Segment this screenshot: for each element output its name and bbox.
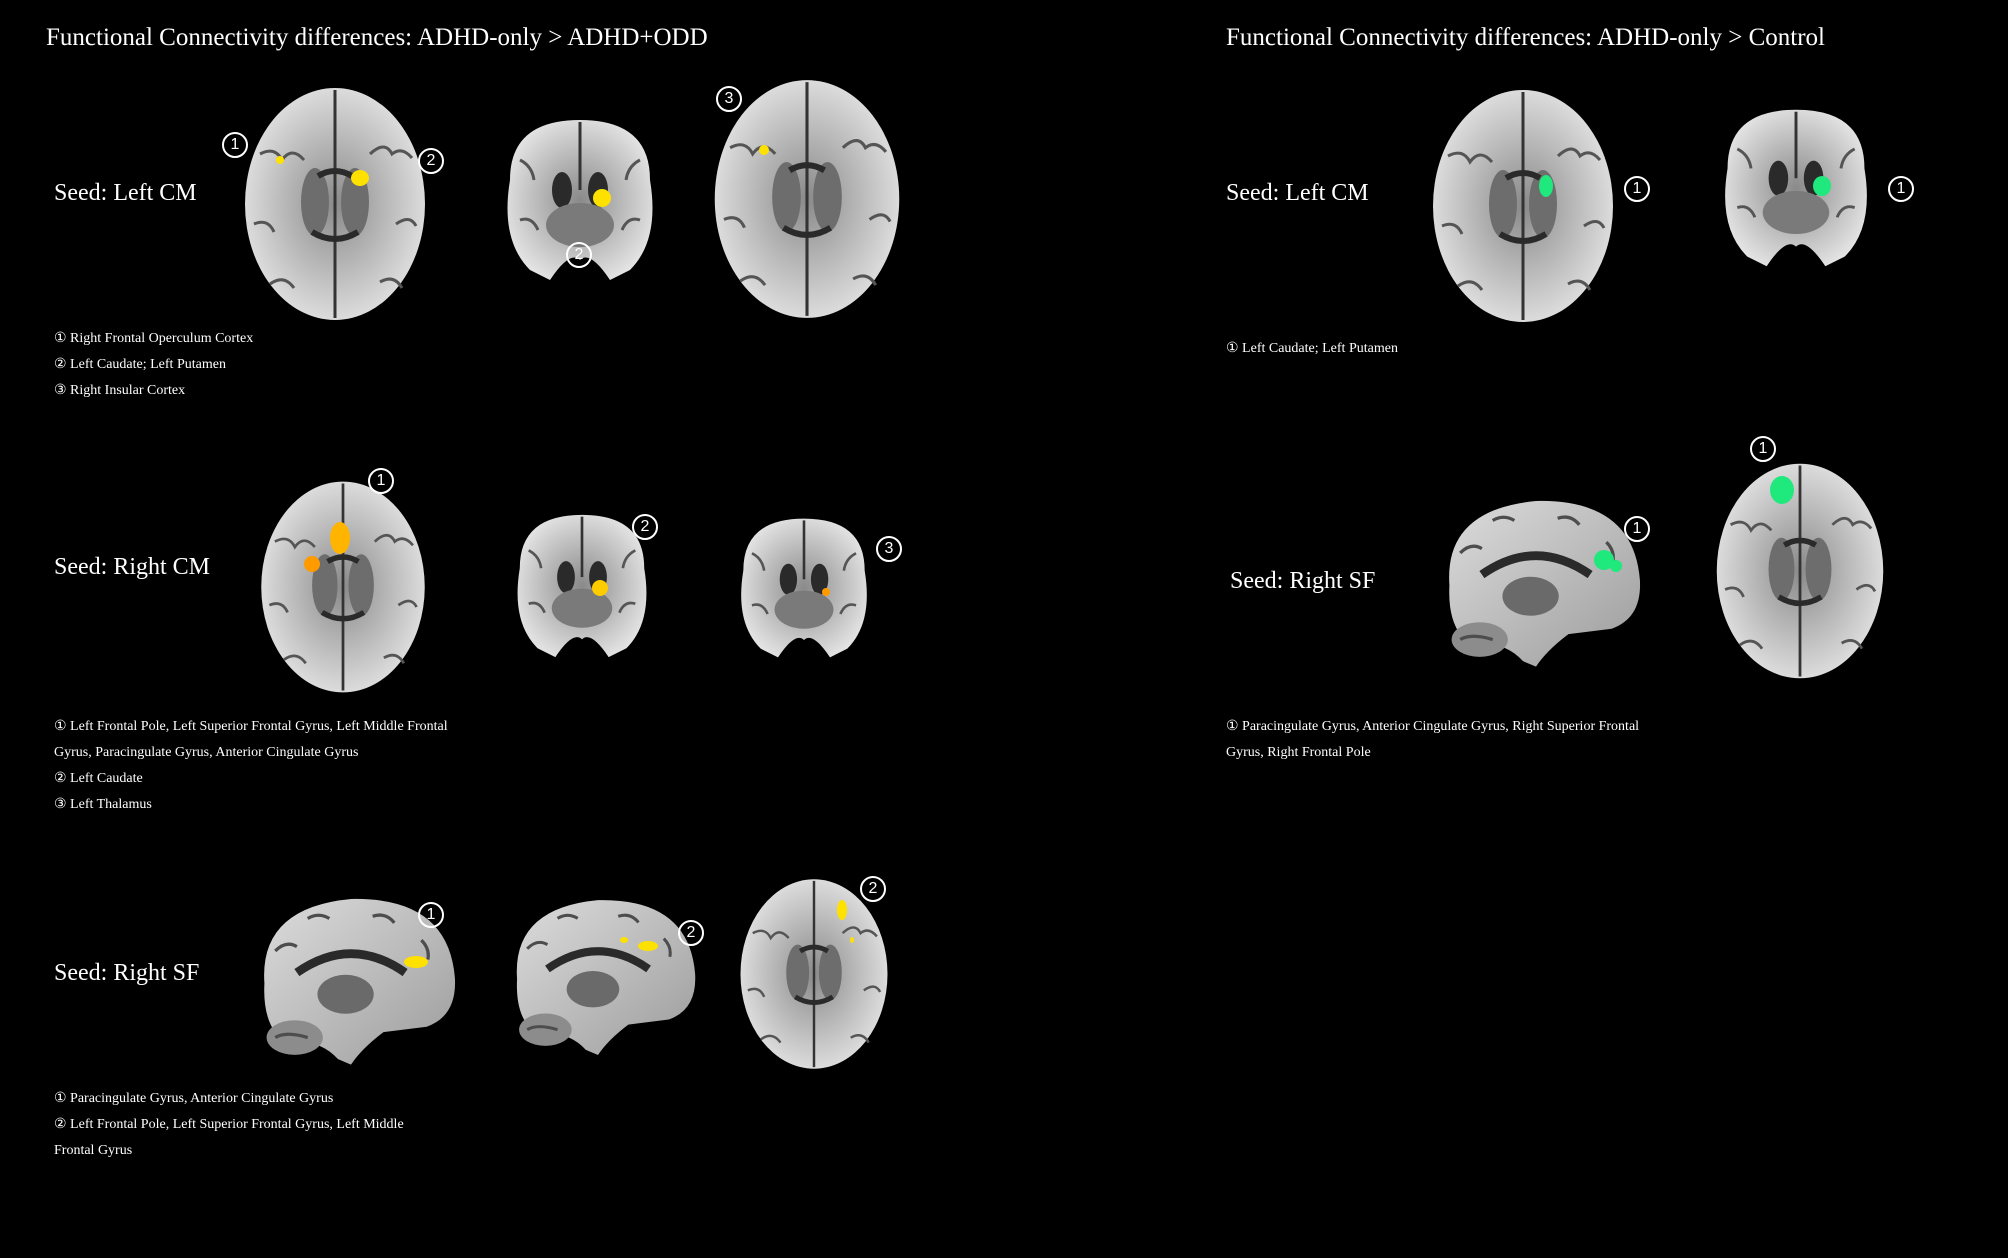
activation-blob: [837, 900, 847, 920]
activation-blob: [850, 937, 854, 943]
seed-label: Seed: Left CM: [1226, 180, 1369, 206]
activation-blob: [1813, 176, 1831, 196]
seed-label: Seed: Left CM: [54, 180, 197, 206]
brain-axial-image: [1428, 86, 1618, 326]
activation-blob: [759, 145, 769, 155]
legend: ① Paracingulate Gyrus, Anterior Cingulat…: [54, 1086, 404, 1164]
brain-axial-image: [730, 876, 898, 1072]
activation-blob: [620, 937, 628, 943]
activation-blob: [822, 588, 830, 596]
region-marker: 2: [860, 876, 886, 902]
seed-label: Seed: Right SF: [1230, 568, 1376, 594]
legend-item: ① Right Frontal Operculum Cortex: [54, 331, 254, 346]
brain-axial-image: [708, 76, 906, 322]
legend: ① Left Caudate; Left Putamen: [1226, 336, 1398, 362]
region-marker: 3: [876, 536, 902, 562]
left-panel-title: Functional Connectivity differences: ADH…: [46, 24, 708, 51]
region-marker: 3: [716, 86, 742, 112]
activation-blob: [1539, 175, 1553, 197]
activation-blob: [276, 156, 284, 164]
region-marker: 2: [632, 514, 658, 540]
brain-axial-image: [250, 478, 436, 696]
brain-coronal-image: [490, 110, 670, 290]
seed-label: Seed: Right SF: [54, 960, 200, 986]
region-marker: 1: [1624, 176, 1650, 202]
legend-item: Gyrus, Paracingulate Gyrus, Anterior Cin…: [54, 745, 359, 760]
right-panel-title: Functional Connectivity differences: ADH…: [1226, 24, 1825, 51]
region-marker: 2: [566, 242, 592, 268]
legend-item: ① Paracingulate Gyrus, Anterior Cingulat…: [54, 1091, 334, 1106]
legend-item: ② Left Caudate: [54, 771, 143, 786]
legend-item: ② Left Caudate; Left Putamen: [54, 357, 226, 372]
region-marker: 2: [678, 920, 704, 946]
legend-item: ③ Right Insular Cortex: [54, 383, 186, 398]
brain-coronal-image: [718, 510, 890, 666]
activation-blob: [1770, 476, 1794, 504]
legend: ① Paracingulate Gyrus, Anterior Cingulat…: [1226, 714, 1639, 766]
region-marker: 1: [368, 468, 394, 494]
brain-axial-image: [1712, 460, 1888, 682]
brain-sagittal-image: [488, 888, 708, 1060]
activation-blob: [592, 580, 608, 596]
region-marker: 1: [1624, 516, 1650, 542]
activation-blob: [593, 189, 611, 207]
brain-coronal-image: [500, 506, 664, 666]
seed-label: Seed: Right CM: [54, 554, 211, 580]
legend-item: ② Left Frontal Pole, Left Superior Front…: [54, 1117, 404, 1132]
legend: ① Left Frontal Pole, Left Superior Front…: [54, 714, 448, 818]
activation-blob: [351, 170, 369, 186]
legend-item: Gyrus, Right Frontal Pole: [1226, 745, 1371, 760]
region-marker: 1: [1888, 176, 1914, 202]
brain-axial-image: [240, 84, 430, 324]
region-marker: 1: [222, 132, 248, 158]
activation-blob: [1594, 550, 1614, 570]
brain-sagittal-image: [1426, 488, 1646, 672]
legend-item: ① Left Frontal Pole, Left Superior Front…: [54, 719, 448, 734]
region-marker: 1: [1750, 436, 1776, 462]
activation-blob: [638, 941, 658, 951]
activation-blob: [1610, 560, 1622, 572]
region-marker: 1: [418, 902, 444, 928]
brain-coronal-image: [1706, 100, 1886, 276]
legend-item: ① Paracingulate Gyrus, Anterior Cingulat…: [1226, 719, 1640, 734]
brain-sagittal-image: [238, 886, 464, 1070]
legend-item: ③ Left Thalamus: [54, 797, 152, 812]
legend: ① Right Frontal Operculum Cortex ② Left …: [54, 326, 253, 404]
region-marker: 2: [418, 148, 444, 174]
activation-blob: [330, 522, 350, 554]
legend-item: ① Left Caudate; Left Putamen: [1226, 341, 1398, 356]
activation-blob: [304, 556, 320, 572]
legend-item: Frontal Gyrus: [54, 1143, 133, 1158]
activation-blob: [404, 956, 428, 968]
